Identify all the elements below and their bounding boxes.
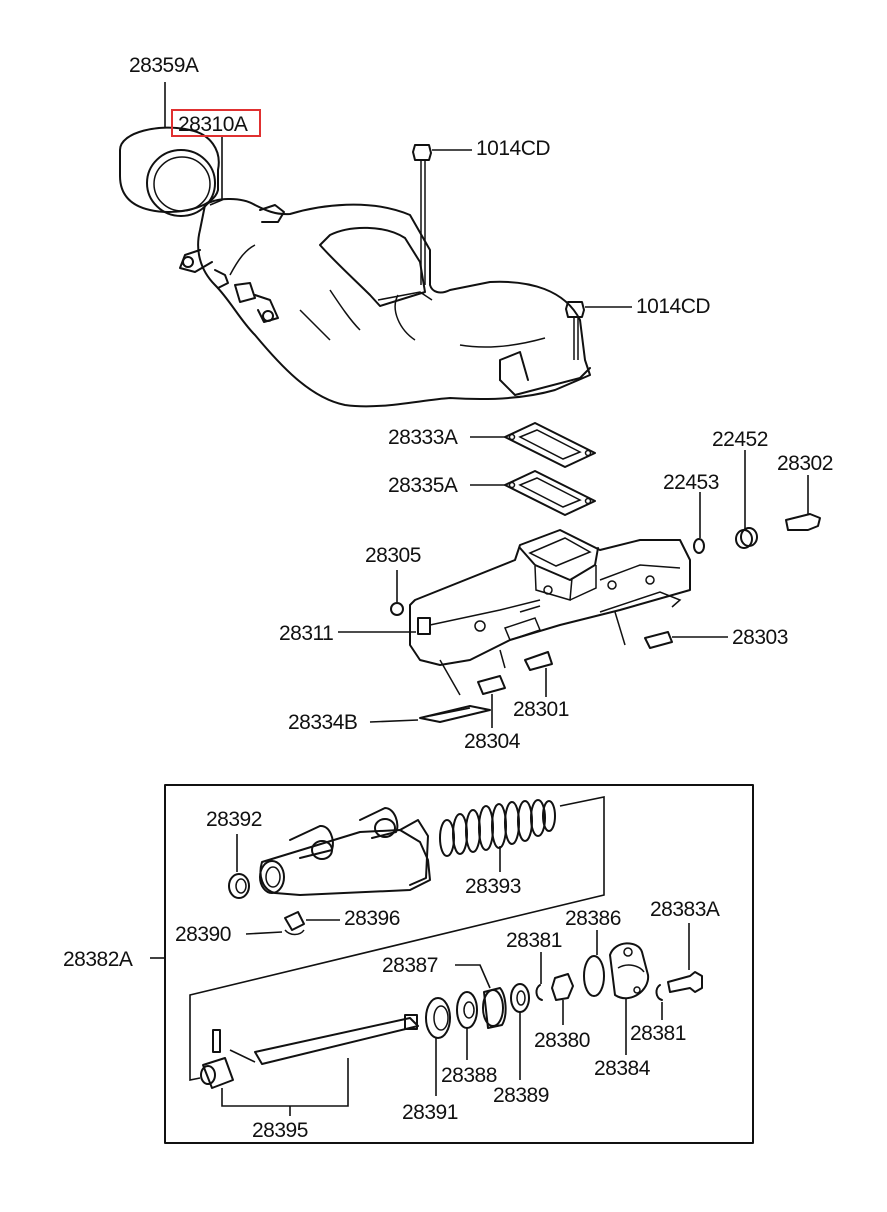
label-28310A[interactable]: 28310A [178,113,248,136]
label-28335A[interactable]: 28335A [388,474,458,497]
label-28311[interactable]: 28311 [279,622,334,645]
label-28334B[interactable]: 28334B [288,711,358,734]
label-28303[interactable]: 28303 [732,626,788,649]
label-28305[interactable]: 28305 [365,544,421,567]
label-28302[interactable]: 28302 [777,452,833,475]
label-28388[interactable]: 28388 [441,1064,497,1087]
label-28392[interactable]: 28392 [206,808,262,831]
label-28359A[interactable]: 28359A [129,54,199,77]
label-28387[interactable]: 28387 [382,954,438,977]
intake-manifold-drawing [119,126,591,408]
label-28381-bot[interactable]: 28381 [630,1022,686,1045]
label-28384[interactable]: 28384 [594,1057,651,1080]
label-1014CD-top[interactable]: 1014CD [476,137,551,160]
label-22453[interactable]: 22453 [663,471,719,494]
label-28382A[interactable]: 28382A [63,948,133,971]
leader-lines [150,82,809,1116]
label-28383A[interactable]: 28383A [650,898,720,921]
label-28301[interactable]: 28301 [513,698,569,721]
label-28389[interactable]: 28389 [493,1084,549,1107]
label-28386[interactable]: 28386 [565,907,621,930]
lower-manifold-drawing [390,513,821,723]
label-28381-top[interactable]: 28381 [506,929,562,952]
label-28395[interactable]: 28395 [252,1119,308,1142]
clutch-master-cylinder-drawing [164,784,754,1144]
label-28391[interactable]: 28391 [402,1101,458,1124]
label-28333A[interactable]: 28333A [388,426,458,449]
label-28393[interactable]: 28393 [465,875,521,898]
gasket-drawings [504,422,596,516]
label-28304[interactable]: 28304 [464,730,521,753]
label-28390[interactable]: 28390 [175,923,231,946]
label-28396[interactable]: 28396 [344,907,400,930]
label-22452[interactable]: 22452 [712,428,768,451]
label-1014CD-mid[interactable]: 1014CD [636,295,711,318]
label-28380[interactable]: 28380 [534,1029,590,1052]
highlight-box [171,109,261,137]
part-labels: 28359A 28310A 1014CD 1014CD 28333A 28335… [63,54,833,1142]
